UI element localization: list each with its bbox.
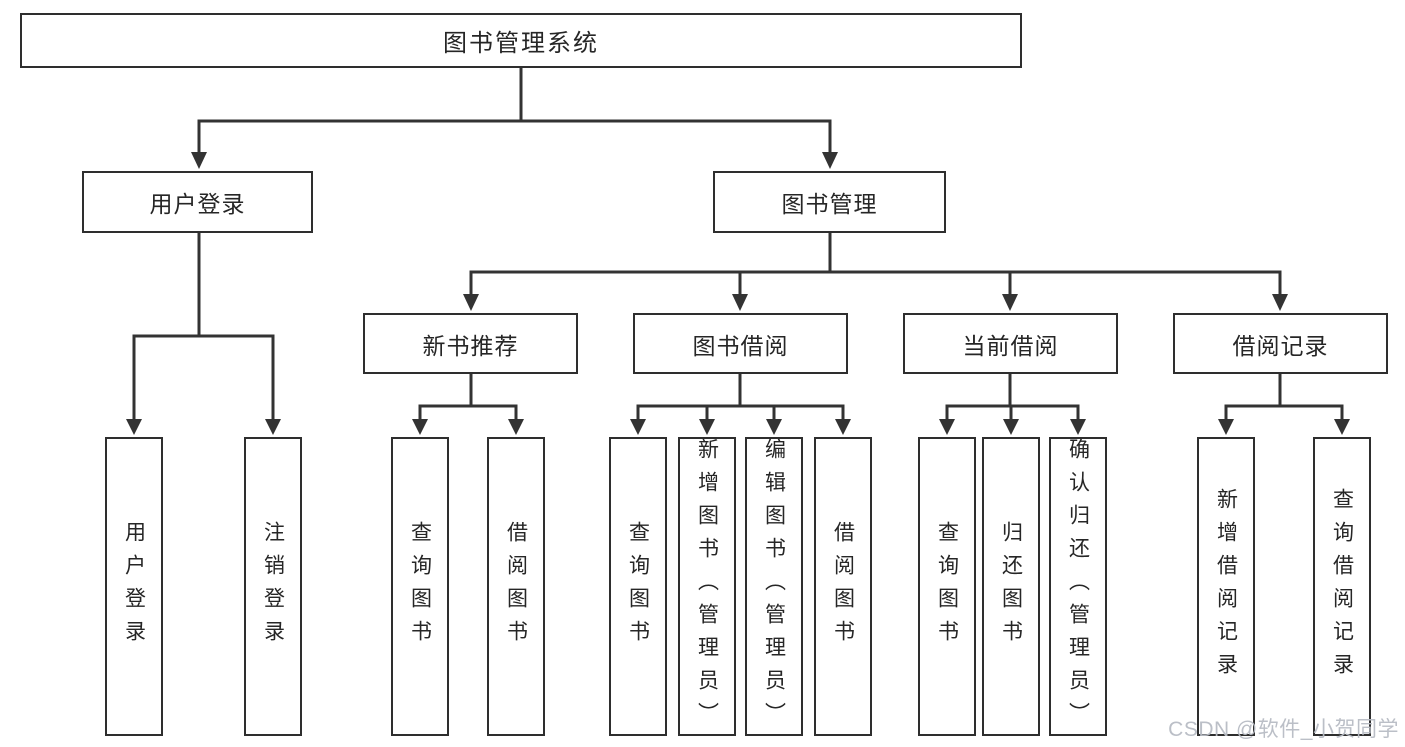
node-label: 新增借阅记录 <box>1214 487 1238 686</box>
node-label: 查询图书 <box>935 520 959 653</box>
node-borrowing-records: 借阅记录 <box>1173 313 1388 374</box>
node-new-book-recommendation: 新书推荐 <box>363 313 578 374</box>
node-label: 查询图书 <box>408 520 432 653</box>
node-label: 注销登录 <box>261 520 285 653</box>
node-label: 图书管理系统 <box>443 30 599 57</box>
node-user-login: 用户登录 <box>82 171 313 233</box>
node-label: 借阅图书 <box>831 520 855 653</box>
node-label: 编辑图书（管理员） <box>762 438 786 735</box>
node-label: 借阅记录 <box>1232 332 1329 359</box>
leaf-add-borrow-record: 新增借阅记录 <box>1197 437 1255 736</box>
leaf-confirm-return-admin: 确认归还（管理员） <box>1049 437 1107 736</box>
leaf-user-login: 用户登录 <box>105 437 163 736</box>
leaf-query-borrow-record: 查询借阅记录 <box>1313 437 1371 736</box>
node-label: 归还图书 <box>999 520 1023 653</box>
node-label: 当前借阅 <box>962 332 1059 359</box>
node-book-borrowing: 图书借阅 <box>633 313 848 374</box>
leaf-query-books-borrow: 查询图书 <box>609 437 667 736</box>
node-book-management: 图书管理 <box>713 171 946 233</box>
node-library-management-system: 图书管理系统 <box>20 13 1022 68</box>
node-label: 用户登录 <box>149 191 246 217</box>
node-label: 查询图书 <box>626 520 650 653</box>
node-label: 图书借阅 <box>692 332 789 359</box>
leaf-add-books-admin: 新增图书（管理员） <box>678 437 736 736</box>
leaf-return-books: 归还图书 <box>982 437 1040 736</box>
leaf-edit-books-admin: 编辑图书（管理员） <box>745 437 803 736</box>
node-label: 借阅图书 <box>504 520 528 653</box>
leaf-borrow-books-recommend: 借阅图书 <box>487 437 545 736</box>
node-label: 图书管理 <box>781 191 878 217</box>
leaf-logout: 注销登录 <box>244 437 302 736</box>
leaf-query-books-recommend: 查询图书 <box>391 437 449 736</box>
node-label: 确认归还（管理员） <box>1066 438 1090 735</box>
node-current-borrowing: 当前借阅 <box>903 313 1118 374</box>
leaf-query-books-current: 查询图书 <box>918 437 976 736</box>
watermark: CSDN @软件_小贺同学 <box>1168 718 1399 741</box>
node-label: 查询借阅记录 <box>1330 487 1354 686</box>
node-label: 新增图书（管理员） <box>695 438 719 735</box>
leaf-borrow-books: 借阅图书 <box>814 437 872 736</box>
node-label: 用户登录 <box>122 520 146 653</box>
node-label: 新书推荐 <box>422 332 519 359</box>
